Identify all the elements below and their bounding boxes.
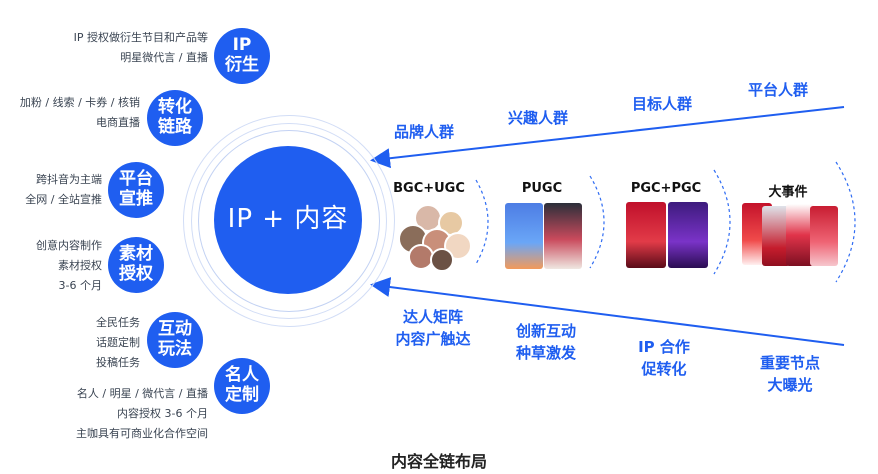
avatar-cluster <box>394 204 472 272</box>
label-platform-crowd: 平台人群 <box>748 81 809 99</box>
middle-ring <box>191 123 387 319</box>
label-key-nodes: 重要节点 大曝光 <box>759 354 820 394</box>
pugc-phone-left <box>505 203 543 269</box>
pgc-phone-left <box>626 202 666 268</box>
dashed-arc-1 <box>475 179 489 265</box>
event-phone-4 <box>810 206 838 266</box>
label-innovative-interaction: 创新互动 种草激发 <box>515 322 576 362</box>
conversion-circle: 转化 链路 <box>147 90 203 146</box>
top-arrow <box>370 106 845 169</box>
outer-ring <box>183 115 395 327</box>
pgc-phone-right <box>668 202 708 268</box>
category-pugc: PUGC <box>521 181 563 196</box>
interactive-play-desc: 全民任务 话题定制 投稿任务 <box>96 316 140 369</box>
avatar <box>430 248 454 272</box>
platform-promo-desc: 跨抖音为主端 全网 / 全站宣推 <box>25 173 102 206</box>
event-phone-2 <box>762 206 790 266</box>
event-phone-3 <box>786 204 814 266</box>
inner-ring <box>198 130 380 312</box>
celebrity-custom-desc: 名人 / 明星 / 微代言 / 直播 内容授权 3-6 个月 主咖具有可商业化合… <box>76 387 208 440</box>
ip-derivative-circle: IP 衍生 <box>214 28 270 84</box>
label-ip-cooperation: IP 合作 促转化 <box>638 338 690 378</box>
dashed-arc-2 <box>589 175 605 269</box>
category-bgc-ugc: BGC+UGC <box>393 181 465 196</box>
label-brand-crowd: 品牌人群 <box>394 123 455 141</box>
category-pgc-pgc: PGC+PGC <box>630 181 702 196</box>
platform-promo-circle: 平台 宣推 <box>108 162 164 218</box>
celebrity-custom-circle: 名人 定制 <box>214 358 270 414</box>
material-license-desc: 创意内容制作 素材授权 3-6 个月 <box>36 239 102 292</box>
page-title: 内容全链布局 <box>390 452 487 471</box>
label-talent-matrix: 达人矩阵 内容广触达 <box>395 308 471 348</box>
interactive-play-circle: 互动 玩法 <box>147 312 203 368</box>
pugc-phone-right <box>544 203 582 269</box>
material-license-circle: 素材 授权 <box>108 237 164 293</box>
bottom-arrow <box>370 277 845 346</box>
dashed-arc-3 <box>713 169 731 275</box>
conversion-desc: 加粉 / 线索 / 卡券 / 核销 电商直播 <box>19 96 140 129</box>
ip-derivative-desc: IP 授权做衍生节目和产品等 明星微代言 / 直播 <box>73 31 208 64</box>
center-label: IP + 内容 <box>227 204 349 235</box>
label-target-crowd: 目标人群 <box>632 95 693 113</box>
dashed-arc-4 <box>835 161 856 283</box>
category-big-event: 大事件 <box>768 185 808 200</box>
center-circle: IP + 内容 <box>214 146 362 294</box>
label-interest-crowd: 兴趣人群 <box>508 109 569 127</box>
